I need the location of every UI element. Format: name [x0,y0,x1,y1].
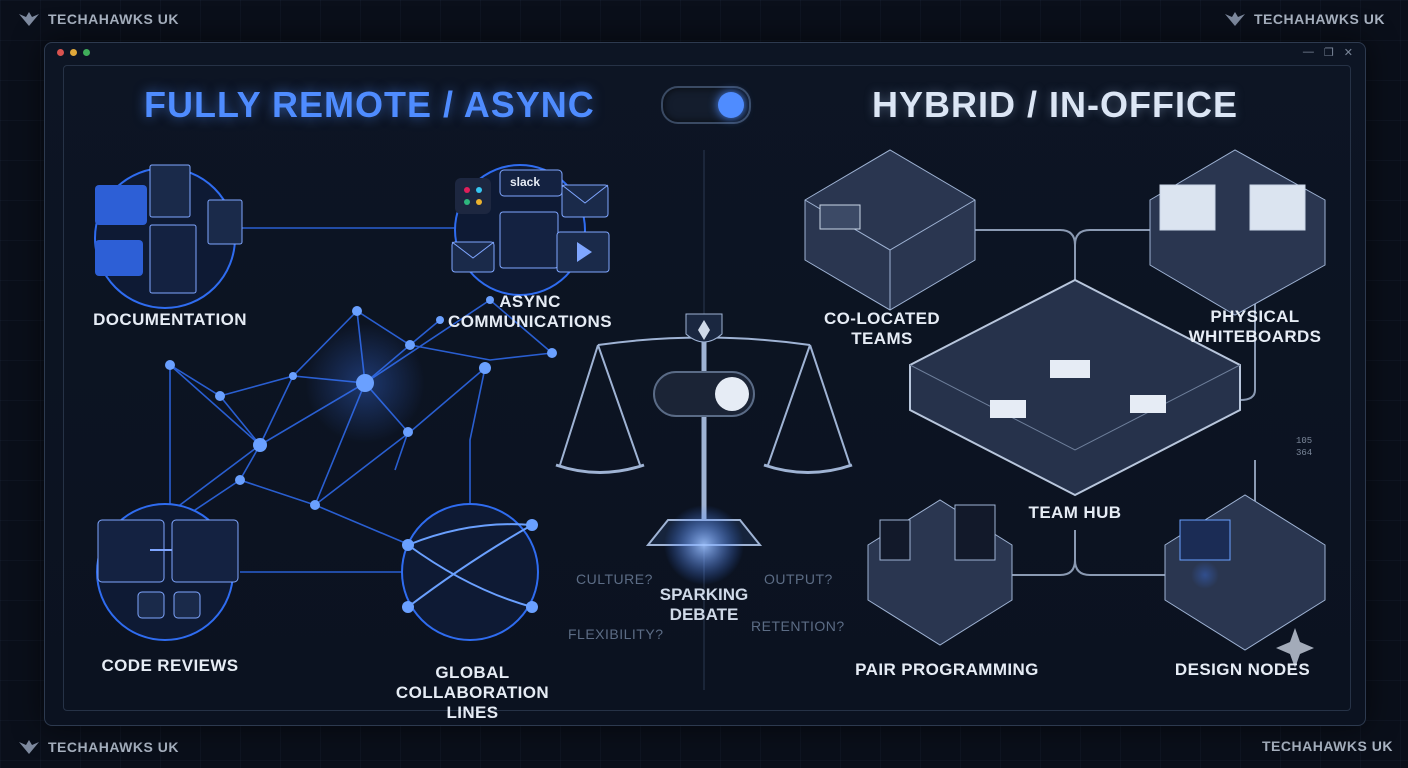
global-label-line2: LINES [446,703,499,722]
restore-icon[interactable]: ❐ [1323,47,1334,59]
colocated-teams-room [804,149,976,311]
colocated-label: CO-LOCATED TEAMS [812,309,952,349]
window-traffic-lights [57,49,90,56]
team-hub-floor [909,278,1241,497]
design-nodes-label: DESIGN NODES [1174,660,1311,679]
async-comms-icon [451,164,610,296]
hawk-logo-icon [19,740,39,754]
colocated-line1: CO-LOCATED [823,309,941,328]
brand-name: TECHAHAWKS UK [1254,11,1385,27]
whiteboards-line1: PHYSICAL [1210,307,1300,326]
debate-line1: SPARKING [659,585,749,604]
slack-badge: slack [510,175,541,189]
design-nodes-room [1164,494,1326,651]
scale-base-glow [664,505,744,585]
async-label: ASYNC COMMUNICATIONS [440,292,620,332]
pair-programming-room [867,499,1013,646]
brand-bottom-right: TECHAHAWKS UK [1262,738,1393,754]
debate-line2: DEBATE [669,605,739,624]
documentation-label: DOCUMENTATION [93,310,247,329]
brand-name: TECHAHAWKS UK [48,11,179,27]
global-label-line1: GLOBAL COLLABORATION [395,663,550,702]
colocated-line2: TEAMS [851,329,913,348]
code-reviews-label: CODE REVIEWS [101,656,239,675]
whiteboard-room [1149,149,1326,316]
code-review-icon [96,503,239,641]
brand-top-left: TECHAHAWKS UK [18,10,179,28]
global-label: GLOBAL COLLABORATION LINES [360,663,585,723]
question-flexibility: FLEXIBILITY? [568,626,664,642]
question-culture: CULTURE? [576,571,653,587]
whiteboards-label: PHYSICAL WHITEBOARDS [1180,307,1330,347]
brand-name: TECHAHAWKS UK [48,739,179,755]
window-controls: — ❐ ✕ [1303,46,1353,59]
sparkle-icon [1276,628,1314,668]
close-icon[interactable]: ✕ [1343,47,1353,59]
maximize-dot[interactable] [83,49,90,56]
side-stat-2: 364 [1296,448,1313,458]
minimize-dot[interactable] [70,49,77,56]
globe-icon [401,503,539,641]
side-stat-1: 105 [1296,436,1313,446]
async-label-line1: ASYNC [499,292,561,311]
pair-programming-label: PAIR PROGRAMMING [855,660,1039,679]
shield-emblem-icon [685,313,723,343]
mode-toggle[interactable] [661,86,751,124]
async-label-line2: COMMUNICATIONS [448,312,612,331]
brand-top-right: TECHAHAWKS UK [1224,10,1385,28]
question-output: OUTPUT? [764,571,833,587]
debate-label: SPARKING DEBATE [644,585,764,625]
team-hub-label: TEAM HUB [1028,503,1122,522]
scale-toggle[interactable] [653,371,755,417]
inner-panel [63,65,1351,711]
close-dot[interactable] [57,49,64,56]
brand-bottom-left: TECHAHAWKS UK [18,738,179,756]
hawk-logo-icon [19,12,39,26]
question-retention: RETENTION? [751,618,845,634]
whiteboards-line2: WHITEBOARDS [1188,327,1322,346]
office-heading: HYBRID / IN-OFFICE [872,84,1238,125]
documentation-icon [94,164,243,309]
toggle-knob[interactable] [718,92,744,118]
minimize-icon[interactable]: — [1302,46,1314,58]
hawk-logo-icon [1225,12,1245,26]
network-nodes [165,296,557,510]
remote-heading: FULLY REMOTE / ASYNC [144,84,595,125]
brand-name: TECHAHAWKS UK [1262,738,1393,754]
